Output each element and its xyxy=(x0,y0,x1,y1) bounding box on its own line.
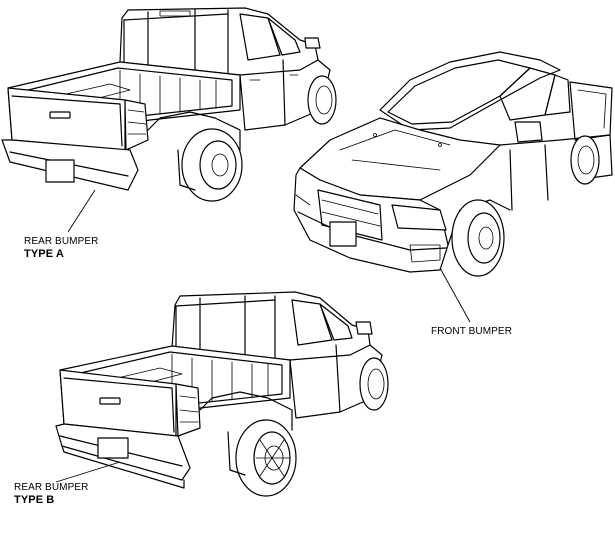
label-rear-bumper-type-b: REAR BUMPER TYPE B xyxy=(14,482,88,506)
truck-rear-type-b xyxy=(55,291,389,497)
label-front-bumper: FRONT BUMPER xyxy=(431,326,512,338)
label-rear-bumper-b-line2: TYPE B xyxy=(14,494,55,506)
label-rear-bumper-a-line2: TYPE A xyxy=(24,248,64,260)
truck-front-view xyxy=(293,51,613,323)
label-rear-bumper-b-line1: REAR BUMPER xyxy=(14,482,89,493)
label-front-bumper-text: FRONT BUMPER xyxy=(431,326,513,337)
label-rear-bumper-type-a: REAR BUMPER TYPE A xyxy=(24,236,98,260)
truck-rear-type-a xyxy=(1,7,337,233)
label-rear-bumper-a-line1: REAR BUMPER xyxy=(24,236,99,247)
